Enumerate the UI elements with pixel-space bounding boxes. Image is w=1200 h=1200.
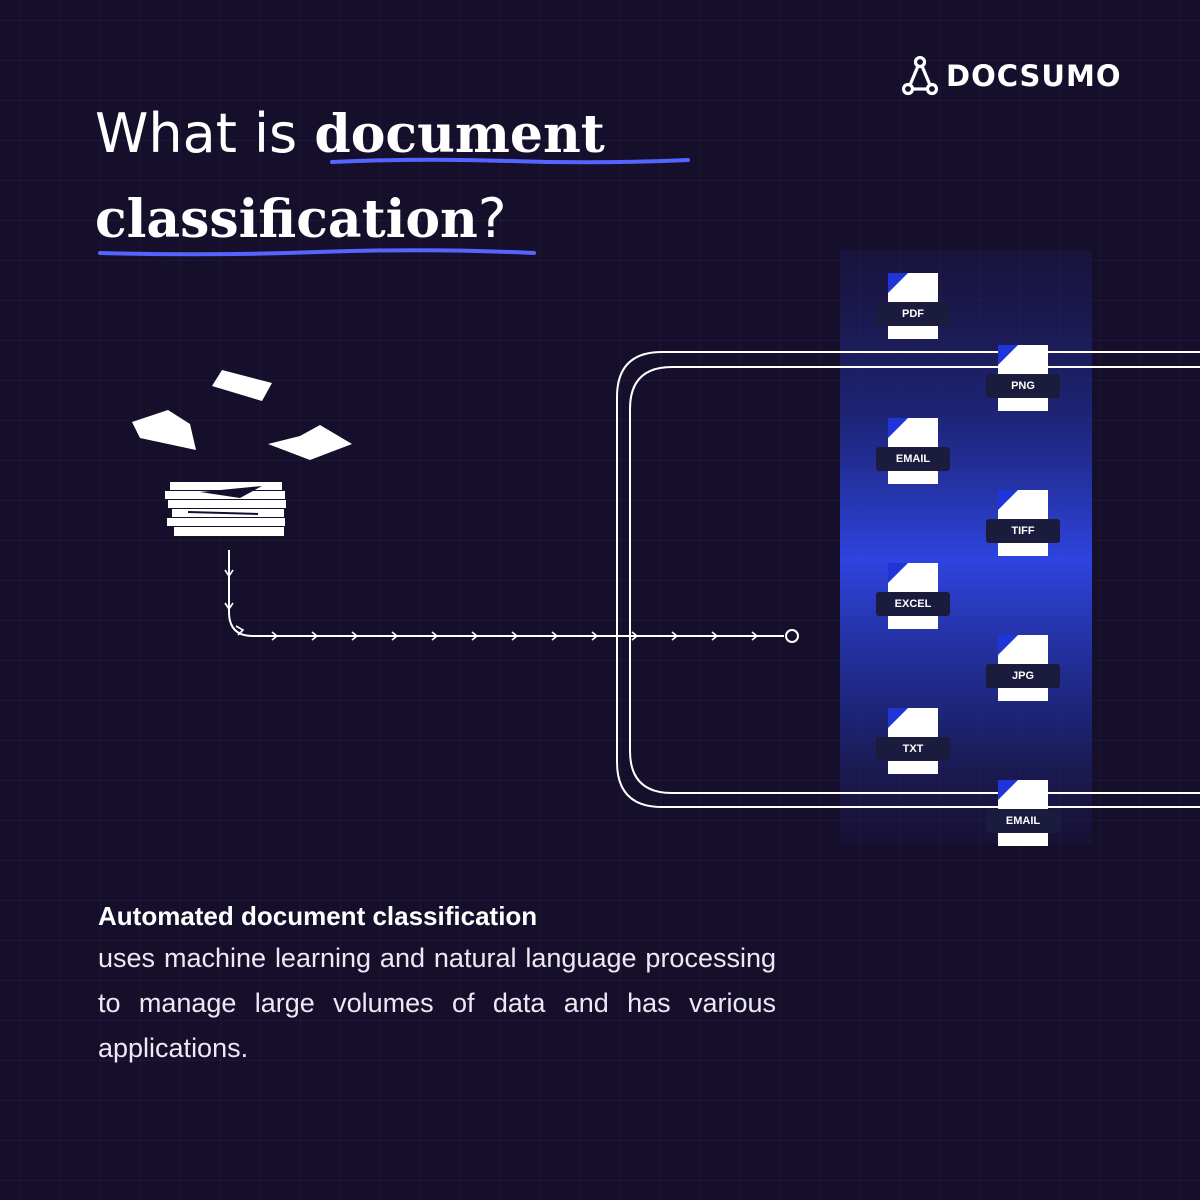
file-card-png: PNG: [986, 345, 1060, 413]
pipeline-outer-track: [616, 351, 1200, 808]
docsumo-logo: DOCSUMO: [902, 56, 1122, 96]
file-card-excel: EXCEL: [876, 563, 950, 631]
docsumo-a-icon: [902, 56, 938, 96]
title-underline-1: [330, 157, 690, 165]
file-type-label: TIFF: [986, 519, 1060, 543]
flying-paper-2: [132, 410, 196, 450]
file-card-pdf: PDF: [876, 273, 950, 341]
file-card-txt: TXT: [876, 708, 950, 776]
file-card-tiff: TIFF: [986, 490, 1060, 558]
flying-paper-3: [268, 425, 352, 460]
file-card-email: EMAIL: [876, 418, 950, 486]
page-title: What is document classification?: [95, 92, 605, 262]
title-plain: What is: [95, 102, 315, 165]
file-type-label: EMAIL: [986, 809, 1060, 833]
file-type-label: EMAIL: [876, 447, 950, 471]
title-emphasis-2: classification: [95, 189, 478, 250]
file-card-email-2: EMAIL: [986, 780, 1060, 848]
description-title: Automated document classification: [98, 901, 538, 931]
paper-stack-icon: [165, 482, 286, 536]
title-underline-2: [98, 248, 536, 257]
flow-arrows: [271, 631, 759, 641]
description-text: uses machine learning and natural langua…: [98, 943, 776, 1063]
file-type-label: TXT: [876, 737, 950, 761]
file-type-label: JPG: [986, 664, 1060, 688]
file-card-jpg: JPG: [986, 635, 1060, 703]
flying-paper-1: [212, 370, 272, 401]
title-question-mark: ?: [477, 187, 507, 250]
flow-endpoint: [785, 629, 799, 643]
title-emphasis-1: document: [314, 104, 605, 165]
file-type-label: PNG: [986, 374, 1060, 398]
flow-arrow-down-1: [224, 569, 234, 578]
flow-arrow-curve: [235, 625, 245, 636]
file-type-label: PDF: [876, 302, 950, 326]
flow-connector: [228, 550, 784, 637]
brand-name: DOCSUMO: [946, 59, 1122, 93]
pipeline-inner-track: [629, 366, 1200, 794]
file-type-label: EXCEL: [876, 592, 950, 616]
description-block: Automated document classification uses m…: [98, 896, 776, 1071]
flow-arrow-down-2: [224, 602, 234, 611]
